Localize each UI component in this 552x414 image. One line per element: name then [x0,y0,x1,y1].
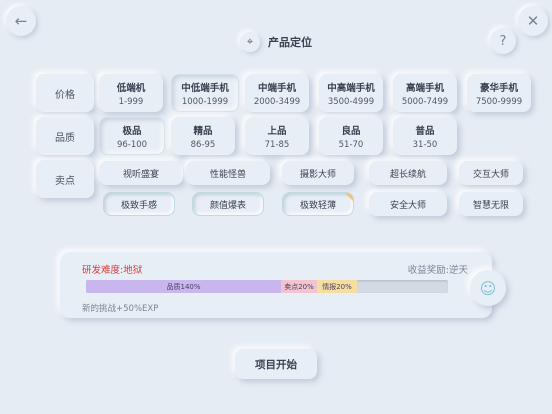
bar-segment: 情报20% [317,280,357,293]
price-option-name: 中高端手机 [327,82,375,94]
back-button[interactable]: ← [6,6,36,36]
close-button[interactable]: ✕ [518,6,548,36]
hint-icon: ? [499,33,507,49]
quality-option-name: 精品 [193,125,213,137]
start-project-button[interactable]: 项目开始 [235,349,317,379]
selling-point-label: 极致手感 [120,200,157,211]
quality-option[interactable]: 普品 31-50 [393,117,457,155]
corner-marker [345,193,353,201]
price-option-range: 3500-4999 [327,96,375,107]
quality-option-range: 31-50 [412,139,438,150]
quality-option-name: 极品 [122,125,142,137]
selling-point-option[interactable]: 交互大师 [459,161,523,185]
price-option-range: 1-999 [118,96,144,107]
selling-point-option[interactable]: 安全大师 [369,192,447,216]
price-option-name: 高端手机 [405,82,444,94]
selling-point-option[interactable]: 视听盛宴 [99,161,183,185]
price-option-range: 7500-9999 [475,96,523,107]
quality-option[interactable]: 良品 51-70 [319,117,383,155]
selling-point-label: 颜值爆表 [209,200,246,211]
bar-segment-label: 情报20% [322,282,352,291]
price-option-name: 低端机 [116,82,146,94]
arrow-left-icon: ← [14,12,28,30]
difficulty-text: 研发难度:地狱 [82,265,143,276]
selling-point-label: 摄影大师 [299,169,336,180]
selling-row-label: 卖点 [36,160,94,198]
exp-bonus-text: 新的挑战+50%EXP [82,304,159,314]
price-option[interactable]: 高端手机 5000-7499 [393,74,457,112]
price-option-range: 1000-1999 [181,96,229,107]
mascot-avatar[interactable]: ☺ [470,270,506,306]
quality-option-range: 96-100 [116,139,148,150]
mascot-icon: ☺ [479,278,497,298]
quality-option-range: 71-85 [264,139,290,150]
bar-segment-label: 卖点20% [284,282,314,291]
selling-point-option[interactable]: 颜值爆表 [192,192,264,216]
quality-row-label: 品质 [36,117,94,155]
selling-point-label: 超长续航 [389,169,426,180]
price-option-name: 中低端手机 [181,82,229,94]
quality-option[interactable]: 极品 96-100 [99,117,165,155]
price-option[interactable]: 中高端手机 3500-4999 [319,74,383,112]
page-title: 产品定位 [268,36,312,49]
selling-point-label: 安全大师 [389,200,426,211]
selling-point-option[interactable]: 性能怪兽 [186,161,270,185]
close-icon: ✕ [526,12,540,30]
selling-point-option[interactable]: 极致轻薄 [282,192,354,216]
price-option[interactable]: 豪华手机 7500-9999 [467,74,531,112]
price-option[interactable]: 中端手机 2000-3499 [245,74,309,112]
bar-segment-label: 品质140% [166,282,201,291]
reward-text: 收益奖励:逆天 [407,265,468,276]
quality-option[interactable]: 上品 71-85 [245,117,309,155]
price-row-label: 价格 [36,74,94,112]
difficulty-panel: 研发难度:地狱 收益奖励:逆天 品质140% 卖点20% 情报20% 新的挑战+50… [60,252,492,318]
price-option[interactable]: 中低端手机 1000-1999 [171,74,239,112]
progress-bar: 品质140% 卖点20% 情报20% [86,280,448,293]
title-row: ⌖ 产品定位 [0,32,552,52]
hint-button[interactable]: ? [490,28,516,54]
bar-segment: 卖点20% [281,280,317,293]
price-option-range: 5000-7499 [401,96,449,107]
selling-point-label: 智慧无限 [472,200,509,211]
quality-option-range: 86-95 [190,139,216,150]
selling-point-label: 性能怪兽 [209,169,246,180]
price-option-name: 中端手机 [257,82,296,94]
quality-option-range: 51-70 [338,139,364,150]
price-option-range: 2000-3499 [253,96,301,107]
selling-point-label: 交互大师 [472,169,509,180]
quality-option-name: 良品 [341,125,361,137]
quality-option-name: 普品 [415,125,435,137]
quality-option-name: 上品 [267,125,287,137]
price-option[interactable]: 低端机 1-999 [99,74,163,112]
quality-option[interactable]: 精品 86-95 [171,117,235,155]
price-option-name: 豪华手机 [479,82,518,94]
selling-point-option[interactable]: 智慧无限 [459,192,523,216]
selling-point-option[interactable]: 超长续航 [369,161,447,185]
selling-point-label: 视听盛宴 [122,169,159,180]
selling-point-option[interactable]: 摄影大师 [282,161,354,185]
target-icon: ⌖ [240,32,260,52]
selling-point-label: 极致轻薄 [299,200,336,211]
bar-segment: 品质140% [86,280,281,293]
selling-point-option[interactable]: 极致手感 [103,192,175,216]
